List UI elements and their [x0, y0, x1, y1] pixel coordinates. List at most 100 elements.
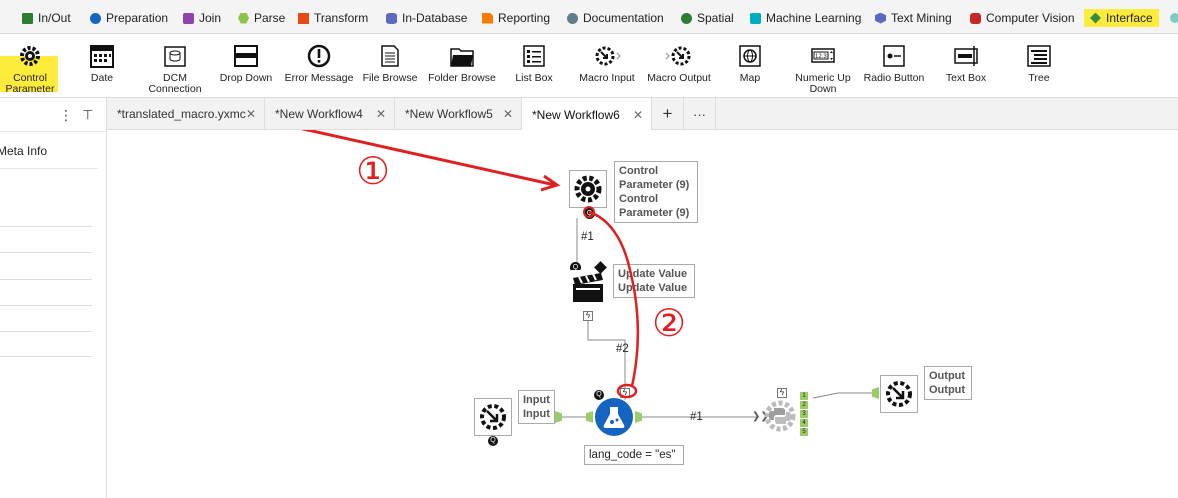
tool-numeric-up-down[interactable]: 12.3 Numeric Up Down: [786, 40, 860, 96]
tool-label: Map: [739, 72, 761, 84]
tool-macro-input[interactable]: Macro Input: [570, 40, 644, 96]
category-tab-in-database[interactable]: In-Database: [386, 9, 467, 27]
output-port[interactable]: 2: [800, 401, 808, 409]
gear-icon: [20, 46, 40, 66]
python-output-ports: 1 2 3 4 5: [800, 392, 808, 437]
input-anchor[interactable]: [586, 411, 593, 423]
tool-tree[interactable]: Tree: [1002, 40, 1076, 96]
output-port[interactable]: 5: [800, 428, 808, 436]
lightning-anchor-icon[interactable]: ϟ: [583, 311, 593, 321]
meta-info-heading[interactable]: Meta Info: [0, 144, 48, 158]
file-icon: [381, 45, 399, 67]
category-tab-text-mining[interactable]: Text Mining: [875, 9, 952, 27]
panel-field-row[interactable]: [0, 305, 92, 306]
pin-icon[interactable]: ⊥: [82, 107, 94, 122]
tool-list-box[interactable]: List Box: [497, 40, 571, 96]
category-tab-transform[interactable]: Transform: [298, 9, 368, 27]
category-tab-join[interactable]: Join: [183, 9, 221, 27]
macro-output-node[interactable]: [880, 375, 918, 413]
category-tab-machine-learning[interactable]: Machine Learning: [750, 9, 861, 27]
tool-macro-output[interactable]: Macro Output: [642, 40, 716, 96]
question-anchor[interactable]: Q: [488, 436, 498, 446]
connection-label: #2: [616, 343, 629, 355]
connection-label: #1: [581, 231, 594, 243]
close-icon[interactable]: ✕: [502, 107, 513, 121]
output-port[interactable]: 1: [800, 392, 808, 400]
output-port[interactable]: 4: [800, 419, 808, 427]
workflow-canvas[interactable]: Q Control Parameter (9) Control Paramete…: [108, 130, 1178, 498]
svg-text:12.3: 12.3: [815, 54, 827, 60]
tab-new-workflow5[interactable]: *New Workflow5✕: [395, 98, 522, 130]
category-tab-documentation[interactable]: Documentation: [567, 9, 664, 27]
input-anchor[interactable]: [872, 387, 879, 399]
close-icon[interactable]: ✕: [245, 107, 256, 121]
tool-label: Folder Browse: [428, 72, 496, 84]
add-tab-button[interactable]: +: [652, 98, 684, 130]
category-tab-preparation[interactable]: Preparation: [90, 9, 168, 27]
category-tab-overflow[interactable]: [1170, 13, 1178, 23]
tool-palette: Control Parameter Date DCM Connection Dr…: [0, 34, 1178, 98]
lightning-anchor-icon[interactable]: ϟ: [620, 388, 630, 398]
panel-divider: [0, 168, 98, 169]
output-anchor[interactable]: Q: [584, 208, 595, 219]
tool-date[interactable]: Date: [65, 40, 139, 96]
tool-folder-browse[interactable]: Folder Browse: [425, 40, 499, 96]
tab-new-workflow6[interactable]: *New Workflow6✕: [522, 98, 652, 131]
map-icon: [739, 45, 761, 67]
output-anchor[interactable]: [555, 411, 562, 423]
python-icon: [764, 400, 796, 432]
tool-file-browse[interactable]: File Browse: [353, 40, 427, 96]
test-tool-node[interactable]: [595, 398, 633, 436]
folder-icon: [22, 12, 33, 24]
output-annotation: Output Output: [924, 366, 972, 400]
control-parameter-node[interactable]: [569, 170, 607, 208]
tool-label: Error Message: [284, 72, 354, 84]
python-tool-node[interactable]: [760, 396, 800, 436]
output-port[interactable]: 3: [800, 410, 808, 418]
category-tab-spatial[interactable]: Spatial: [681, 9, 734, 27]
tool-text-box[interactable]: Text Box: [929, 40, 1003, 96]
tool-control-parameter[interactable]: Control Parameter: [0, 40, 67, 96]
close-icon[interactable]: ✕: [375, 107, 386, 121]
panel-field-row[interactable]: [0, 331, 92, 332]
panel-menu-icon[interactable]: ⋮: [59, 107, 73, 123]
question-anchor[interactable]: Q: [594, 390, 604, 400]
tool-label: Text Box: [945, 72, 987, 84]
interface-icon: [1090, 12, 1101, 24]
tool-map[interactable]: Map: [713, 40, 787, 96]
circle-icon: [90, 12, 101, 24]
macro-input-icon: [595, 46, 621, 66]
lightning-anchor-icon[interactable]: ϟ: [777, 388, 787, 398]
category-tab-reporting[interactable]: Reporting: [482, 9, 550, 27]
tool-dcm-connection[interactable]: DCM Connection: [138, 40, 212, 96]
text-box-icon: [954, 46, 978, 66]
category-tab-in-out[interactable]: In/Out: [22, 9, 71, 27]
close-icon[interactable]: ✕: [632, 107, 643, 122]
tool-drop-down[interactable]: Drop Down: [209, 40, 283, 96]
update-value-action-node[interactable]: [571, 270, 607, 306]
tool-radio-button[interactable]: Radio Button: [857, 40, 931, 96]
workflow-tab-bar: *translated_macro.yxmc✕ *New Workflow4✕ …: [107, 98, 1178, 131]
input-anchor[interactable]: Q: [570, 262, 581, 273]
panel-field-row[interactable]: [0, 252, 92, 253]
input-annotation: Input Input: [518, 390, 555, 424]
configuration-panel: ⋮ ⊥ Meta Info: [0, 98, 107, 498]
filter-expression-annotation: lang_code = "es": [584, 445, 684, 465]
category-tab-parse[interactable]: Parse: [238, 9, 285, 27]
category-tab-interface[interactable]: Interface: [1084, 9, 1159, 27]
flask-icon: [603, 407, 625, 428]
tab-translated-macro[interactable]: *translated_macro.yxmc✕: [107, 98, 265, 130]
transform-icon: [298, 12, 309, 24]
panel-field-row[interactable]: [0, 356, 92, 357]
panel-field-row[interactable]: [0, 226, 92, 227]
database-icon: [386, 12, 397, 24]
more-tabs-button[interactable]: ···: [684, 98, 716, 130]
output-anchor[interactable]: [635, 411, 642, 423]
panel-field-row[interactable]: [0, 279, 92, 280]
numeric-up-down-icon: 12.3: [811, 48, 835, 63]
category-tab-computer-vision[interactable]: Computer Vision: [970, 9, 1075, 27]
report-icon: [482, 12, 493, 24]
tool-error-message[interactable]: Error Message: [282, 40, 356, 96]
tab-new-workflow4[interactable]: *New Workflow4✕: [265, 98, 395, 130]
macro-input-node[interactable]: [474, 398, 512, 436]
